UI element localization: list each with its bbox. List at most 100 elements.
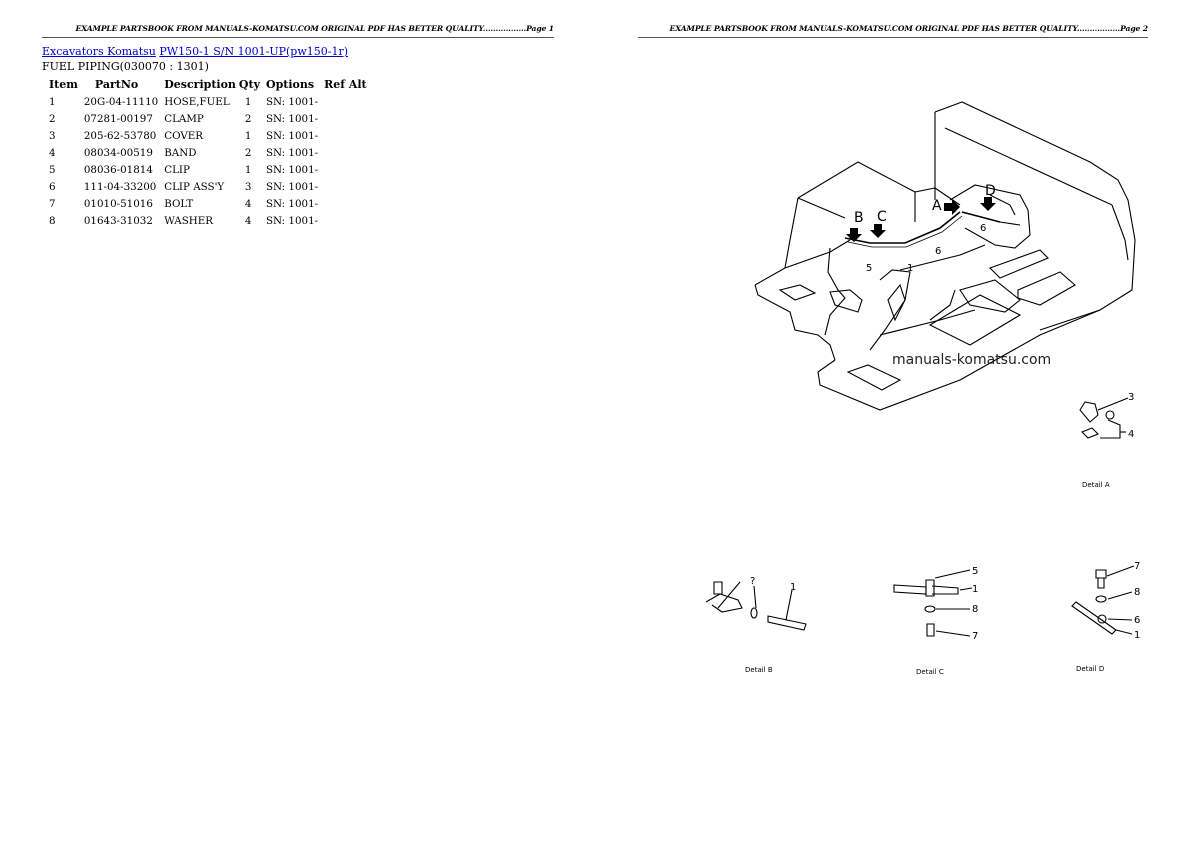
cell-description: BAND bbox=[164, 146, 197, 159]
cell-description: CLIP bbox=[164, 163, 190, 176]
cell-options: SN: 1001- bbox=[265, 214, 319, 227]
table-row: 3 205-62-53780 COVER 1 SN: 1001- bbox=[46, 127, 370, 144]
callout-c: C bbox=[877, 209, 887, 225]
cell-description: WASHER bbox=[164, 214, 214, 227]
cell-ref-alt bbox=[321, 161, 370, 178]
cell-options: SN: 1001- bbox=[265, 197, 319, 210]
cell-ref-alt bbox=[321, 127, 370, 144]
cell-ref-alt bbox=[321, 195, 370, 212]
model-link[interactable]: PW150-1 S/N 1001-UP(pw150-1r) bbox=[159, 45, 349, 58]
label-5-c: 5 bbox=[972, 566, 978, 577]
label-6b: 6 bbox=[980, 223, 986, 234]
category-link[interactable]: Excavators Komatsu bbox=[42, 45, 156, 58]
callout-arrows bbox=[846, 197, 996, 242]
detail-d-drawing bbox=[1071, 565, 1135, 635]
parts-table: Item PartNo Description Qty Options Ref … bbox=[46, 76, 370, 229]
cell-partno: 20G-04-11110 bbox=[83, 95, 159, 108]
label-7-d: 7 bbox=[1134, 561, 1140, 572]
cell-qty: 2 bbox=[244, 112, 252, 125]
cell-item: 8 bbox=[49, 214, 56, 227]
cell-options: SN: 1001- bbox=[265, 146, 319, 159]
table-row: 1 20G-04-11110 HOSE,FUEL 1 SN: 1001- bbox=[46, 93, 370, 110]
cell-partno: 01643-31032 bbox=[83, 214, 153, 227]
cell-options: SN: 1001- bbox=[265, 180, 319, 193]
cell-description: CLIP ASS'Y bbox=[164, 180, 225, 193]
cell-partno: 07281-00197 bbox=[83, 112, 153, 125]
cell-description: CLAMP bbox=[164, 112, 204, 125]
cell-qty: 4 bbox=[244, 197, 252, 210]
cell-partno: 205-62-53780 bbox=[83, 129, 157, 142]
detail-b-caption: Detail B bbox=[745, 666, 773, 674]
cell-qty: 1 bbox=[244, 95, 252, 108]
watermark: manuals-komatsu.com bbox=[892, 352, 1052, 368]
table-row: 7 01010-51016 BOLT 4 SN: 1001- bbox=[46, 195, 370, 212]
page-1-header: EXAMPLE PARTSBOOK FROM MANUALS-KOMATSU.C… bbox=[42, 24, 554, 38]
cell-options: SN: 1001- bbox=[265, 163, 319, 176]
breadcrumb: Excavators Komatsu PW150-1 S/N 1001-UP(p… bbox=[42, 45, 348, 58]
label-7-c: 7 bbox=[972, 631, 978, 642]
cell-item: 7 bbox=[49, 197, 56, 210]
page-2-header: EXAMPLE PARTSBOOK FROM MANUALS-KOMATSU.C… bbox=[638, 24, 1148, 38]
detail-a-drawing bbox=[1079, 397, 1129, 439]
label-6a: 6 bbox=[935, 246, 941, 257]
table-row: 2 07281-00197 CLAMP 2 SN: 1001- bbox=[46, 110, 370, 127]
cell-qty: 4 bbox=[244, 214, 252, 227]
col-partno: PartNo bbox=[94, 78, 139, 91]
callout-a: A bbox=[932, 198, 942, 214]
detail-b-drawing bbox=[705, 581, 807, 631]
cell-item: 1 bbox=[49, 95, 56, 108]
cell-options: SN: 1001- bbox=[265, 95, 319, 108]
label-6-d: 6 bbox=[1134, 615, 1140, 626]
label-5: 5 bbox=[866, 263, 872, 274]
cell-description: HOSE,FUEL bbox=[164, 95, 230, 108]
cell-qty: 3 bbox=[244, 180, 252, 193]
cell-item: 4 bbox=[49, 146, 56, 159]
cell-ref-alt bbox=[321, 178, 370, 195]
label-1-b: 1 bbox=[790, 582, 796, 593]
cell-item: 6 bbox=[49, 180, 56, 193]
callout-b: B bbox=[854, 210, 864, 226]
col-options: Options bbox=[265, 78, 315, 91]
detail-c-drawing bbox=[893, 569, 973, 637]
cell-qty: 2 bbox=[244, 146, 252, 159]
detail-a-caption: Detail A bbox=[1082, 481, 1110, 489]
cell-description: BOLT bbox=[164, 197, 194, 210]
col-item: Item bbox=[49, 78, 78, 91]
label-1: 1 bbox=[907, 263, 913, 274]
cell-partno: 111-04-33200 bbox=[83, 180, 157, 193]
cell-ref-alt bbox=[321, 212, 370, 229]
table-header-row: Item PartNo Description Qty Options Ref … bbox=[46, 76, 370, 93]
label-2: ? bbox=[750, 576, 755, 587]
cell-item: 3 bbox=[49, 129, 56, 142]
cell-ref-alt bbox=[321, 93, 370, 110]
detail-d-caption: Detail D bbox=[1076, 665, 1104, 673]
col-description: Description bbox=[164, 78, 236, 91]
cell-ref-alt bbox=[321, 144, 370, 161]
cell-description: COVER bbox=[164, 129, 204, 142]
table-row: 6 111-04-33200 CLIP ASS'Y 3 SN: 1001- bbox=[46, 178, 370, 195]
label-3: 3 bbox=[1128, 392, 1134, 403]
cell-item: 5 bbox=[49, 163, 56, 176]
section-title: FUEL PIPING(030070 : 1301) bbox=[42, 60, 209, 73]
cell-qty: 1 bbox=[244, 129, 252, 142]
table-row: 8 01643-31032 WASHER 4 SN: 1001- bbox=[46, 212, 370, 229]
cell-item: 2 bbox=[49, 112, 56, 125]
label-8-d: 8 bbox=[1134, 587, 1140, 598]
label-4: 4 bbox=[1128, 429, 1134, 440]
cell-ref-alt bbox=[321, 110, 370, 127]
cell-partno: 08034-00519 bbox=[83, 146, 153, 159]
col-ref-alt: Ref Alt bbox=[324, 78, 367, 91]
label-1-c: 1 bbox=[972, 584, 978, 595]
cell-partno: 01010-51016 bbox=[83, 197, 153, 210]
label-8-c: 8 bbox=[972, 604, 978, 615]
table-row: 5 08036-01814 CLIP 1 SN: 1001- bbox=[46, 161, 370, 178]
label-1-d: 1 bbox=[1134, 630, 1140, 641]
cell-options: SN: 1001- bbox=[265, 112, 319, 125]
cell-options: SN: 1001- bbox=[265, 129, 319, 142]
fuel-piping-diagram: B C A D 5 1 6 6 3 4 Detail A ? 1 Detail … bbox=[705, 101, 1140, 676]
table-row: 4 08034-00519 BAND 2 SN: 1001- bbox=[46, 144, 370, 161]
cell-partno: 08036-01814 bbox=[83, 163, 153, 176]
col-qty: Qty bbox=[238, 78, 260, 91]
callout-d: D bbox=[985, 183, 996, 199]
detail-c-caption: Detail C bbox=[916, 668, 944, 676]
